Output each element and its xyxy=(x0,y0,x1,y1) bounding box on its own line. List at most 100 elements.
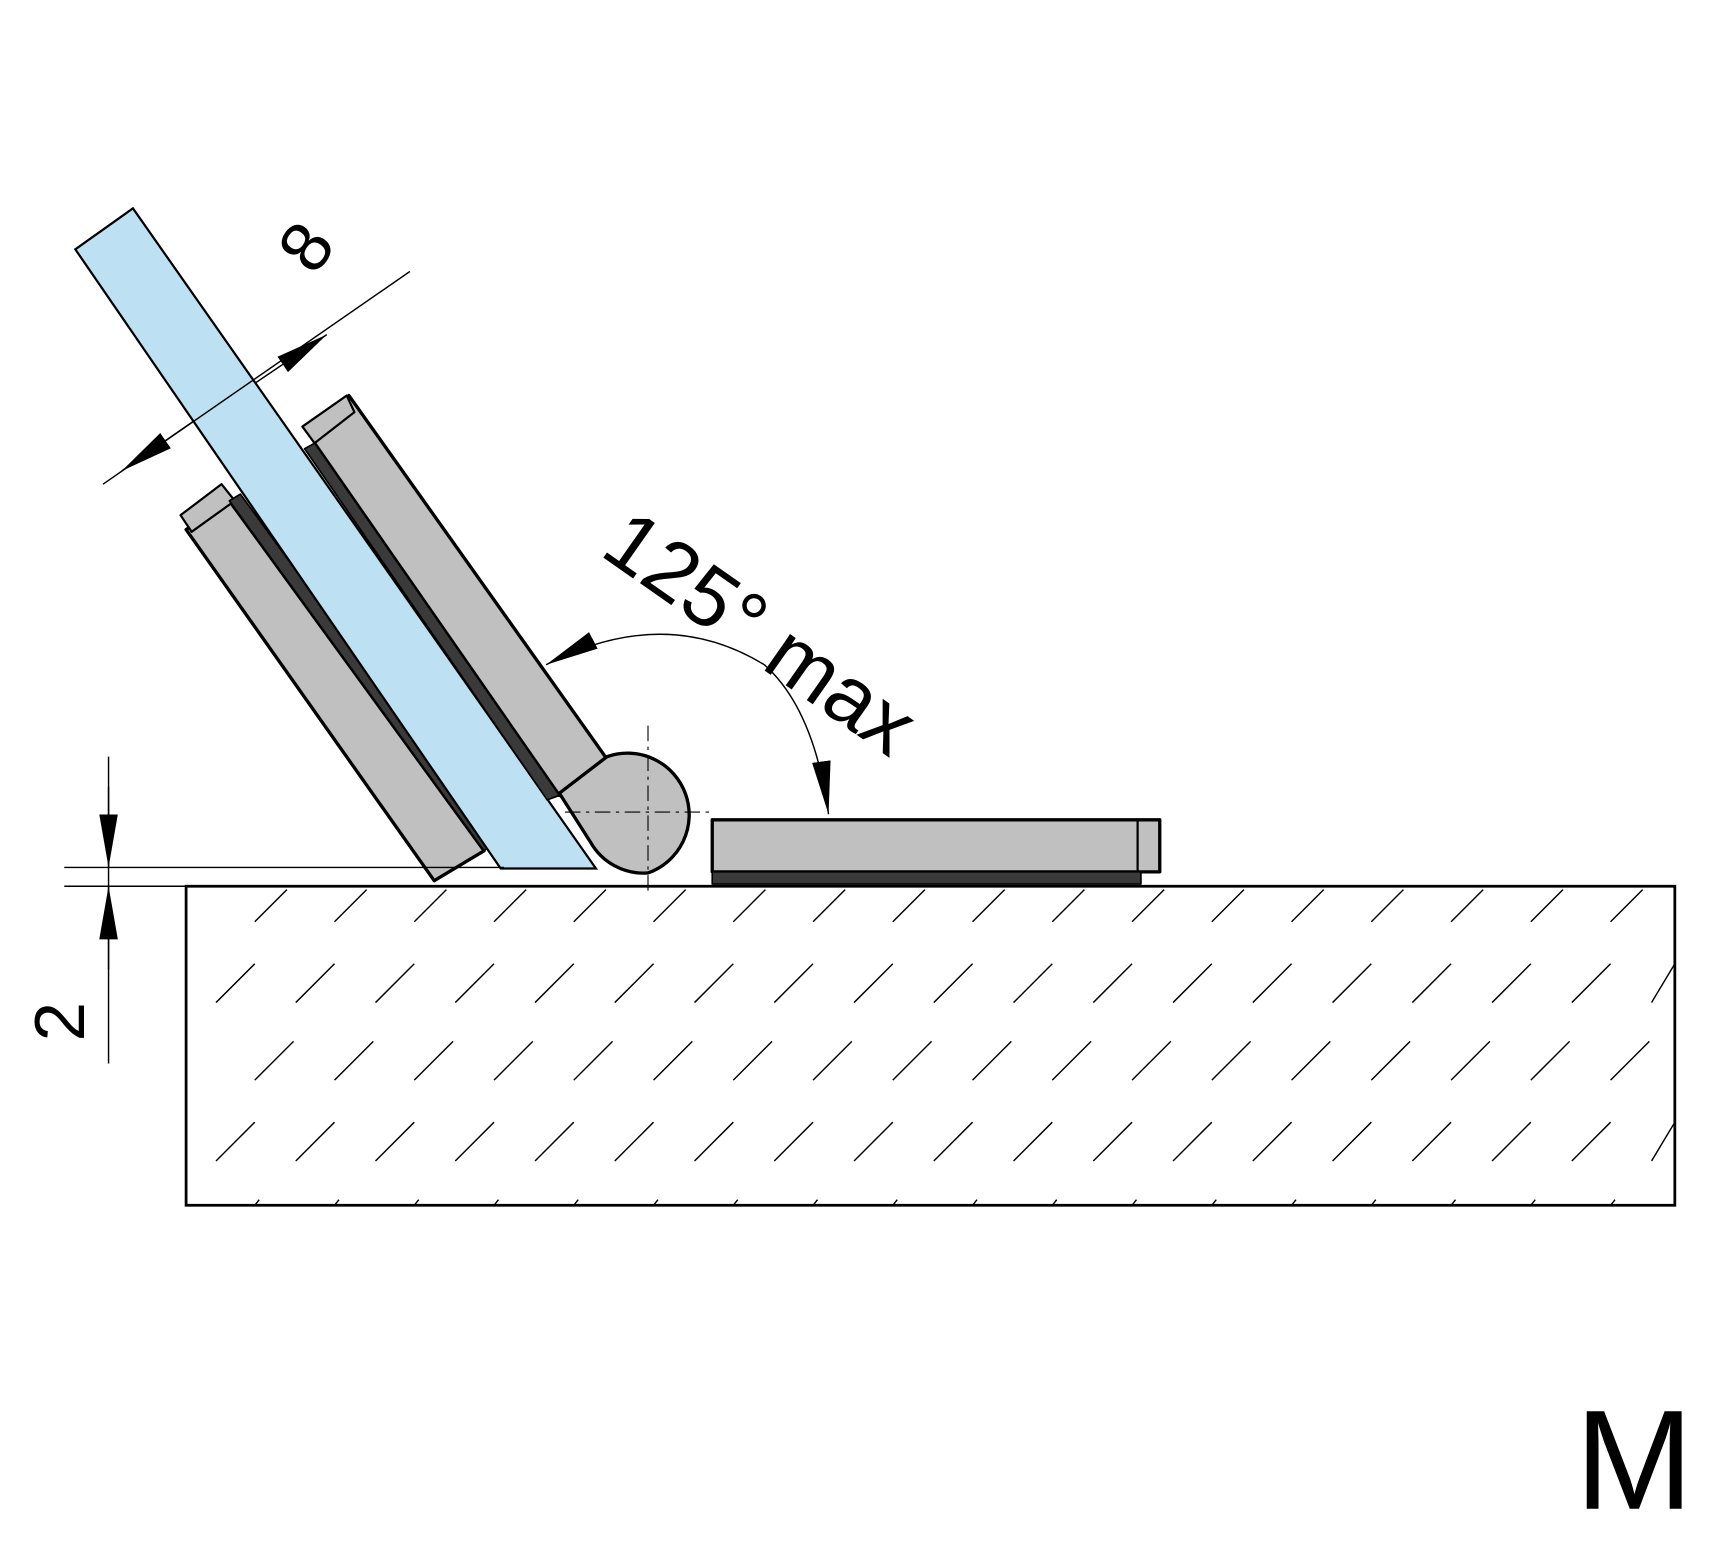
hatch-line xyxy=(534,1121,575,1162)
dimension-gap xyxy=(64,756,504,1064)
hatch-line xyxy=(892,1040,933,1081)
hatch-line xyxy=(1370,889,1404,923)
hatch-tick xyxy=(652,1199,659,1206)
hatch-line xyxy=(773,963,814,1004)
dimension-label-thickness: 8 xyxy=(263,209,350,287)
hatch-line xyxy=(295,1121,336,1162)
hatch-line xyxy=(295,963,336,1004)
base-wall xyxy=(184,884,1677,1207)
hatch-tick xyxy=(1450,1199,1457,1206)
hatch-line xyxy=(1092,963,1133,1004)
hatch-line xyxy=(573,889,607,923)
hatch-line xyxy=(694,963,734,1004)
hatch-line xyxy=(374,963,415,1004)
hatch-tick xyxy=(892,1199,898,1206)
angle-label: 125° max xyxy=(588,492,934,773)
hatch-line xyxy=(254,889,288,923)
hatch-line xyxy=(812,889,846,923)
hatch-line xyxy=(215,1121,256,1162)
hatch-line xyxy=(933,1121,974,1162)
variant-label: M xyxy=(1575,1382,1693,1540)
hatch-tick xyxy=(1051,1199,1058,1206)
hatch-line xyxy=(1610,1040,1650,1081)
hatch-line xyxy=(614,1121,655,1162)
hatch-line xyxy=(1131,1040,1172,1081)
hatch-line xyxy=(534,963,575,1004)
hatch-line xyxy=(812,1040,853,1081)
hatch-line xyxy=(454,1121,495,1162)
hatch-line xyxy=(732,889,766,923)
hatch-line xyxy=(573,1040,614,1081)
hatch-line xyxy=(1172,1121,1213,1162)
hatch-line xyxy=(1211,1040,1252,1081)
hatch-line xyxy=(694,1121,734,1162)
hatch-line xyxy=(773,1121,814,1162)
hatch-line xyxy=(413,889,447,923)
hatch-line xyxy=(1650,1121,1676,1162)
angle-arc xyxy=(545,632,831,815)
hatch-line xyxy=(1450,889,1484,923)
hatch-line xyxy=(334,1040,374,1081)
hatch-line xyxy=(334,889,368,923)
hatch-line xyxy=(1332,1121,1372,1162)
hatch-line xyxy=(1332,963,1372,1004)
hatch-line xyxy=(653,1040,693,1081)
hatch-line xyxy=(1013,963,1053,1004)
hatch-tick xyxy=(971,1199,978,1206)
hatch-tick xyxy=(1291,1199,1297,1206)
hatch-line xyxy=(1491,1121,1532,1162)
wall-leaf xyxy=(710,818,1162,885)
hatch-tick xyxy=(1211,1199,1217,1206)
hatch-line xyxy=(972,889,1006,923)
hatch-line xyxy=(1370,1040,1411,1081)
hatch-tick xyxy=(333,1199,340,1206)
hatch-tick xyxy=(254,1199,260,1206)
hatch-line xyxy=(1291,1040,1331,1081)
dimension-glass-thickness xyxy=(102,270,411,485)
hatch-tick xyxy=(413,1199,420,1206)
hatch-line xyxy=(1051,889,1085,923)
hatch-line xyxy=(254,1040,295,1081)
hatch-line xyxy=(454,963,495,1004)
hatch-line xyxy=(1211,889,1245,923)
glass-panel xyxy=(73,206,599,870)
hatch-tick xyxy=(1610,1199,1616,1206)
hatch-line xyxy=(493,1040,534,1081)
hatch-line xyxy=(1610,889,1644,923)
hatch-line xyxy=(1530,1040,1571,1081)
hatch-tick xyxy=(1370,1199,1377,1206)
hatch-line xyxy=(493,889,527,923)
hatch-line xyxy=(1530,889,1564,923)
dimension-label-gap: 2 xyxy=(21,1002,100,1041)
hatch-line xyxy=(1051,1040,1092,1081)
hatch-line xyxy=(853,963,894,1004)
hatch-line xyxy=(1571,963,1612,1004)
hatch-line xyxy=(374,1121,415,1162)
hatch-tick xyxy=(493,1199,500,1206)
hatch-line xyxy=(614,963,655,1004)
material-hatching xyxy=(215,889,1676,1206)
hatch-tick xyxy=(1131,1199,1138,1206)
hatch-line xyxy=(1571,1121,1612,1162)
hatch-line xyxy=(653,889,687,923)
hatch-line xyxy=(1411,963,1452,1004)
hatch-line xyxy=(1013,1121,1053,1162)
hatch-line xyxy=(1172,963,1213,1004)
hatch-tick xyxy=(573,1199,579,1206)
hatch-line xyxy=(1650,963,1676,1003)
hatch-line xyxy=(972,1040,1012,1081)
hatch-tick xyxy=(1530,1199,1536,1206)
hatch-line xyxy=(892,889,926,923)
right-clamp-plate xyxy=(301,393,611,801)
hatch-line xyxy=(1131,889,1165,923)
hatch-line xyxy=(215,963,256,1004)
hatch-line xyxy=(1252,963,1293,1004)
hatch-tick xyxy=(732,1199,739,1206)
hatch-line xyxy=(1491,963,1532,1004)
hatch-line xyxy=(853,1121,894,1162)
hatch-line xyxy=(933,963,974,1004)
hatch-tick xyxy=(812,1199,819,1206)
hatch-line xyxy=(1411,1121,1452,1162)
